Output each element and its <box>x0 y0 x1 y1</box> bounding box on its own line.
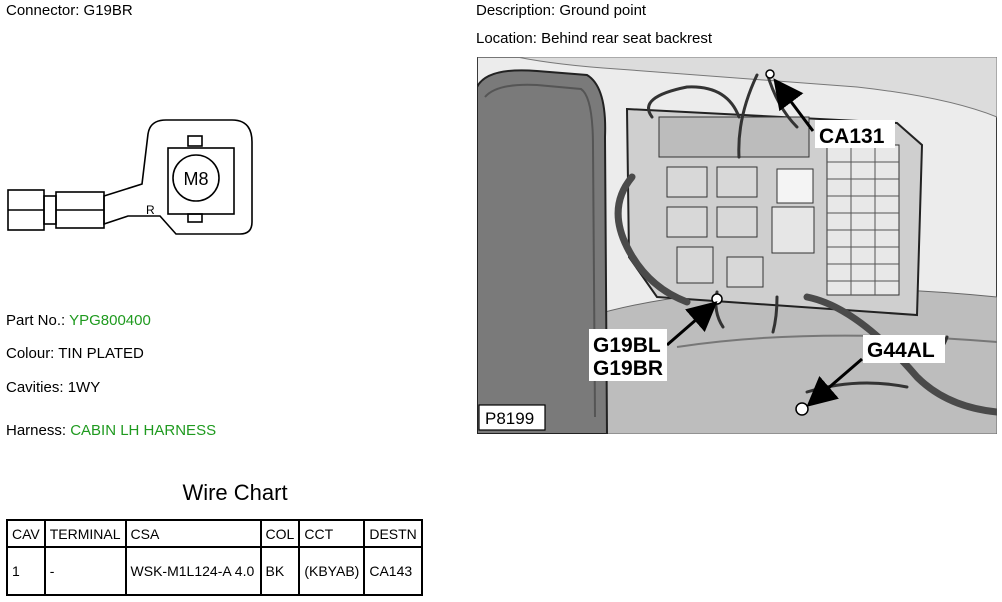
connector-label: Connector: <box>6 2 80 19</box>
harness-label: Harness: <box>6 422 67 439</box>
colour-value: TIN PLATED <box>58 345 144 362</box>
cavities-value: 1WY <box>67 379 101 396</box>
location-photo: CA131 G19BL G19BR G44AL P8199 <box>477 57 997 434</box>
description-label: Description: <box>476 2 556 19</box>
cavities-line: Cavities: 1WY <box>6 379 100 397</box>
harness-link[interactable]: CABIN LH HARNESS <box>70 422 217 439</box>
table-row: 1 - WSK-M1L124-A 4.0 BK (KBYAB) CA143 <box>6 546 423 596</box>
part-no-label: Part No.: <box>6 312 66 329</box>
header-destn: DESTN <box>363 519 423 548</box>
part-no-line: Part No.: YPG800400 <box>6 312 151 330</box>
connector-value: G19BR <box>83 2 133 19</box>
location-value: Behind rear seat backrest <box>541 30 712 47</box>
location-label: Location: <box>476 30 537 47</box>
header-cct: CCT <box>298 519 366 548</box>
header-col: COL <box>259 519 301 548</box>
wire-chart-header-row: CAV TERMINAL CSA COL CCT DESTN <box>6 519 423 548</box>
callout-g19br: G19BR <box>593 357 663 380</box>
cell-cct: (KBYAB) <box>298 546 366 596</box>
wire-chart-title: Wire Chart <box>182 480 288 505</box>
connector-line: Connector: G19BR <box>6 2 133 20</box>
cell-cav: 1 <box>6 546 46 596</box>
cell-destn: CA143 <box>363 546 423 596</box>
description-line: Description: Ground point <box>476 2 646 20</box>
stud-label: M8 <box>183 169 208 189</box>
wire-chart-table: CAV TERMINAL CSA COL CCT DESTN 1 - WSK-M… <box>6 519 423 596</box>
colour-line: Colour: TIN PLATED <box>6 345 144 363</box>
part-no-link[interactable]: YPG800400 <box>69 312 151 329</box>
cell-col: BK <box>259 546 301 596</box>
header-cav: CAV <box>6 519 46 548</box>
description-value: Ground point <box>559 2 647 19</box>
photo-ref: P8199 <box>485 409 534 428</box>
header-terminal: TERMINAL <box>43 519 127 548</box>
callout-g19bl: G19BL <box>593 334 661 357</box>
callout-g44al: G44AL <box>867 339 935 362</box>
colour-label: Colour: <box>6 345 55 362</box>
orientation-mark: R <box>146 203 155 217</box>
harness-line: Harness: CABIN LH HARNESS <box>6 422 216 440</box>
header-csa: CSA <box>124 519 262 548</box>
cell-terminal: - <box>43 546 127 596</box>
callout-ca131: CA131 <box>819 125 885 148</box>
cell-csa: WSK-M1L124-A 4.0 <box>124 546 262 596</box>
cavities-label: Cavities: <box>6 379 64 396</box>
location-line: Location: Behind rear seat backrest <box>476 30 712 48</box>
connector-drawing: M8 R <box>7 119 253 235</box>
